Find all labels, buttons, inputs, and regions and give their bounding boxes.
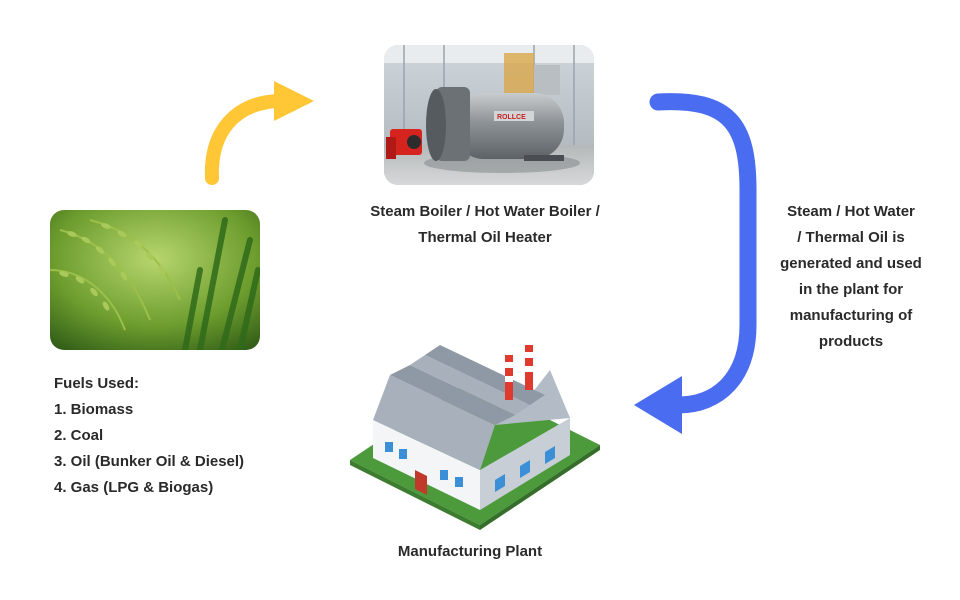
output-line: / Thermal Oil is bbox=[797, 229, 905, 246]
boiler-caption-line2: Thermal Oil Heater bbox=[418, 229, 552, 246]
fuel-to-boiler-arrow-icon bbox=[204, 81, 314, 185]
boiler-caption-line1: Steam Boiler / Hot Water Boiler / bbox=[370, 203, 600, 220]
fuels-title: Fuels Used: bbox=[54, 375, 140, 392]
output-line: in the plant for bbox=[798, 281, 904, 298]
output-description: Steam / Hot Water / Thermal Oil is gener… bbox=[756, 199, 946, 355]
fuel-item: 1. Biomass bbox=[54, 401, 134, 418]
output-line: generated and used bbox=[780, 255, 922, 272]
factory-icon bbox=[350, 345, 600, 530]
output-line: Steam / Hot Water bbox=[787, 203, 915, 220]
boiler-brand-text: ROLLCE bbox=[497, 114, 526, 121]
fuels-list: Fuels Used: 1. Biomass 2. Coal 3. Oil (B… bbox=[54, 371, 314, 501]
fuel-item: 2. Coal bbox=[54, 427, 104, 444]
fuel-item: 3. Oil (Bunker Oil & Diesel) bbox=[54, 453, 245, 470]
plant-caption: Manufacturing Plant bbox=[397, 543, 543, 560]
output-line: products bbox=[818, 333, 884, 350]
output-line: manufacturing of bbox=[789, 307, 913, 324]
fuel-item: 4. Gas (LPG & Biogas) bbox=[54, 479, 214, 496]
boiler-image: ROLLCE bbox=[384, 45, 594, 185]
boiler-to-plant-arrow-icon bbox=[634, 93, 757, 434]
rice-plant-image bbox=[50, 210, 260, 350]
